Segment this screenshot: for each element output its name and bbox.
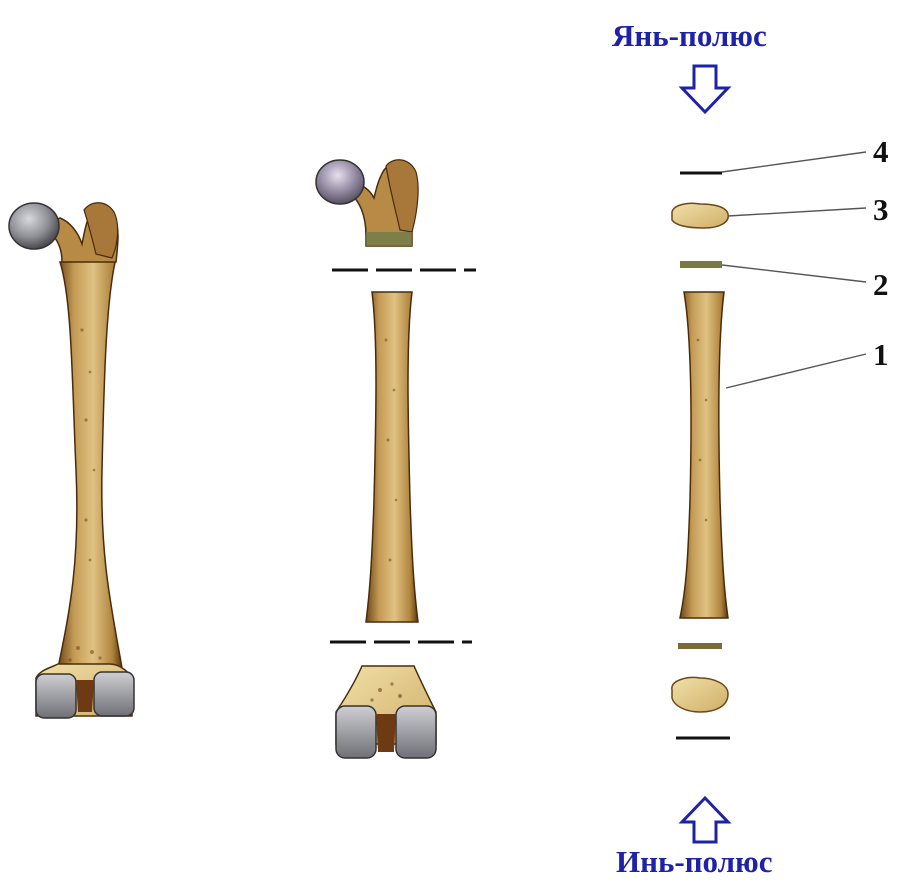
leader-line-3 xyxy=(728,208,866,216)
callout-number-4: 4 xyxy=(873,136,889,167)
callout-number-3: 3 xyxy=(873,194,889,225)
callout-number-2: 2 xyxy=(873,269,889,300)
yang-pole-label: Янь-полюс xyxy=(612,20,767,51)
callout-number-1: 1 xyxy=(873,339,889,370)
proximal-epiphysis-piece xyxy=(316,160,418,246)
leader-line-2 xyxy=(722,265,866,282)
bottom-epiphysis xyxy=(672,678,728,713)
bone-components-schematic xyxy=(672,152,866,738)
leader-line-1 xyxy=(726,354,866,388)
yin-pole-label: Инь-полюс xyxy=(616,846,772,877)
leader-line-4 xyxy=(722,152,866,172)
up-arrow-outline-icon xyxy=(682,798,728,842)
diaphysis-piece xyxy=(366,292,418,622)
component-2-growth-plate xyxy=(680,261,722,268)
bottom-growth-plate xyxy=(678,643,722,649)
component-3-epiphysis xyxy=(672,203,728,228)
component-1-diaphysis xyxy=(680,292,728,618)
whole-femur xyxy=(9,203,134,718)
sectioned-femur xyxy=(316,160,476,758)
down-arrow-outline-icon xyxy=(682,66,728,112)
distal-epiphysis-piece xyxy=(336,666,436,758)
